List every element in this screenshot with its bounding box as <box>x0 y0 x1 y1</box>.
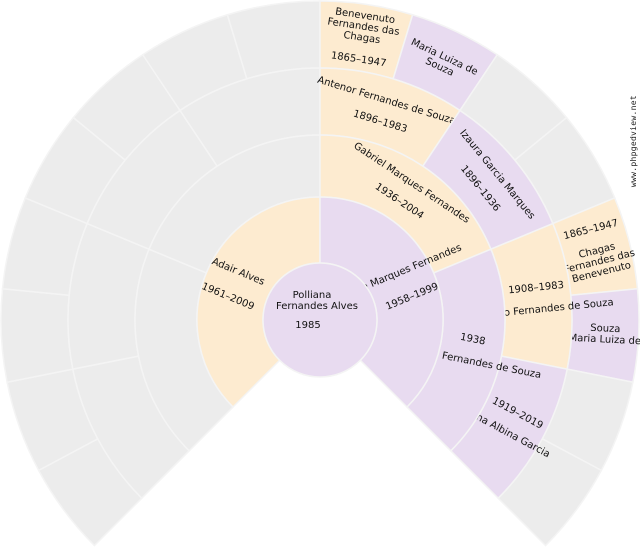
root-name: Polliana <box>293 290 332 301</box>
ancestor-segment[interactable] <box>0 287 74 384</box>
root-name: Fernandes Alves <box>276 301 358 312</box>
empty-ancestor-slot[interactable] <box>0 287 74 384</box>
ancestor-dates: 1908–1983 <box>508 280 565 296</box>
ancestor-dates: 1938 <box>459 332 486 348</box>
root-circle[interactable] <box>262 262 378 378</box>
ancestor-name: Chagas <box>343 30 381 46</box>
ancestor-name: Souza <box>590 323 621 335</box>
ancestor-name: Maria Luiza de <box>568 333 640 348</box>
root-dates: 1985 <box>295 320 320 331</box>
watermark-link[interactable]: www.phpgedview.net <box>629 95 638 188</box>
